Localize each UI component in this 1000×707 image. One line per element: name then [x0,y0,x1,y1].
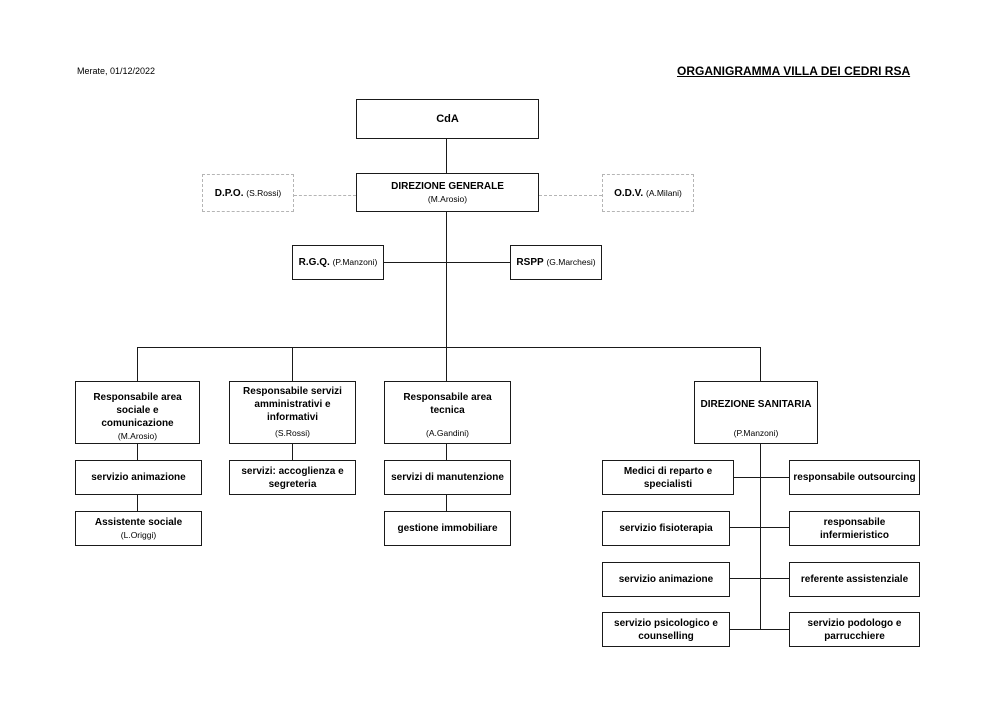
node-medici-reparto-title: Medici di reparto e specialisti [623,465,713,490]
connector-drop-sanitaria [760,347,762,382]
node-rgq-person: (P.Manzoni) [332,257,378,267]
connector-row2 [730,527,790,529]
connector-drop-sociale [137,347,139,382]
node-assistente-sociale: Assistente sociale (L.Origgi) [75,511,202,546]
connector-drop-amministrativi [292,347,294,382]
node-dpo: D.P.O. (S.Rossi) [202,174,294,212]
node-assistente-sociale-title: Assistente sociale [94,516,183,528]
chart-title: ORGANIGRAMMA VILLA DEI CEDRI RSA [677,64,911,78]
node-servizio-animazione-sociale-title: servizio animazione [91,472,186,483]
node-gestione-immobiliare-title: gestione immobiliare [397,523,498,534]
node-odv-person: (A.Milani) [645,187,682,198]
node-servizio-podologo-title: servizio podologo e parrucchiere [807,617,902,642]
connector-odv-dashed [539,195,602,196]
node-direzione-generale-title: DIREZIONE GENERALE [391,180,504,192]
node-resp-amministrativi-person: (S.Rossi) [275,428,310,438]
connector-row1 [734,477,790,479]
connector-dpo-dashed [294,195,356,196]
node-rspp-title: RSPP [516,257,544,268]
node-resp-tecnica-title: Responsabile area tecnica [403,392,492,416]
node-servizi-accoglienza: servizi: accoglienza e segreteria [229,460,356,495]
connector-amministrativi-vertical [292,443,294,461]
connector-row3 [730,578,790,580]
node-resp-tecnica: Responsabile area tecnica (A.Gandini) [384,381,511,444]
node-servizio-fisioterapia: servizio fisioterapia [602,511,730,546]
node-assistente-sociale-person: (L.Origgi) [120,529,157,540]
node-rspp-person: (G.Marchesi) [546,257,596,267]
connector-branch-horizontal [137,347,761,349]
connector-main-trunk [446,211,448,382]
connector-staff-horizontal [384,262,511,264]
node-resp-tecnica-person: (A.Gandini) [426,428,469,438]
node-rspp: RSPP (G.Marchesi) [510,245,602,280]
node-responsabile-outsourcing-title: responsabile outsourcing [793,472,916,483]
node-direzione-sanitaria-title: DIREZIONE SANITARIA [700,399,812,410]
node-resp-sociale-person: (M.Arosio) [117,431,158,441]
node-resp-sociale: Responsabile area sociale e comunicazion… [75,381,200,444]
node-servizio-psicologico-title: servizio psicologico e counselling [614,617,718,642]
node-cda: CdA [356,99,539,139]
node-referente-assistenziale-title: referente assistenziale [800,574,909,585]
connector-sanitaria-vertical [760,443,762,630]
node-servizio-animazione-sociale: servizio animazione [75,460,202,495]
node-dpo-title: D.P.O. [214,187,244,199]
node-direzione-sanitaria: DIREZIONE SANITARIA (P.Manzoni) [694,381,818,444]
document-date: Merate, 01/12/2022 [77,66,156,76]
node-servizio-podologo: servizio podologo e parrucchiere [789,612,920,647]
node-responsabile-outsourcing: responsabile outsourcing [789,460,920,495]
node-rgq: R.G.Q. (P.Manzoni) [292,245,384,280]
node-servizi-manutenzione-title: servizi di manutenzione [391,472,504,483]
node-odv: O.D.V. (A.Milani) [602,174,694,212]
node-medici-reparto: Medici di reparto e specialisti [602,460,734,495]
node-direzione-generale: DIREZIONE GENERALE (M.Arosio) [356,173,539,212]
node-servizi-manutenzione: servizi di manutenzione [384,460,511,495]
node-responsabile-infermieristico-title: responsabile infermieristico [820,516,889,541]
node-direzione-sanitaria-person: (P.Manzoni) [733,428,779,438]
node-servizio-animazione-sanitaria-title: servizio animazione [618,574,714,585]
node-resp-amministrativi: Responsabile servizi amministrativi e in… [229,381,356,444]
node-servizio-animazione-sanitaria: servizio animazione [602,562,730,597]
node-dpo-person: (S.Rossi) [246,187,282,198]
connector-cda-dg [446,138,448,173]
node-rgq-title: R.G.Q. [298,257,330,268]
node-resp-amministrativi-title: Responsabile servizi amministrativi e in… [243,386,342,423]
node-gestione-immobiliare: gestione immobiliare [384,511,511,546]
node-cda-title: CdA [436,112,459,125]
node-servizi-accoglienza-title: servizi: accoglienza e segreteria [241,465,344,490]
node-odv-title: O.D.V. [614,187,644,199]
node-servizio-psicologico: servizio psicologico e counselling [602,612,730,647]
node-resp-sociale-title: Responsabile area sociale e comunicazion… [93,392,182,429]
connector-row4 [730,629,790,631]
node-direzione-generale-person: (M.Arosio) [427,193,468,204]
node-responsabile-infermieristico: responsabile infermieristico [789,511,920,546]
node-servizio-fisioterapia-title: servizio fisioterapia [619,523,713,534]
node-referente-assistenziale: referente assistenziale [789,562,920,597]
